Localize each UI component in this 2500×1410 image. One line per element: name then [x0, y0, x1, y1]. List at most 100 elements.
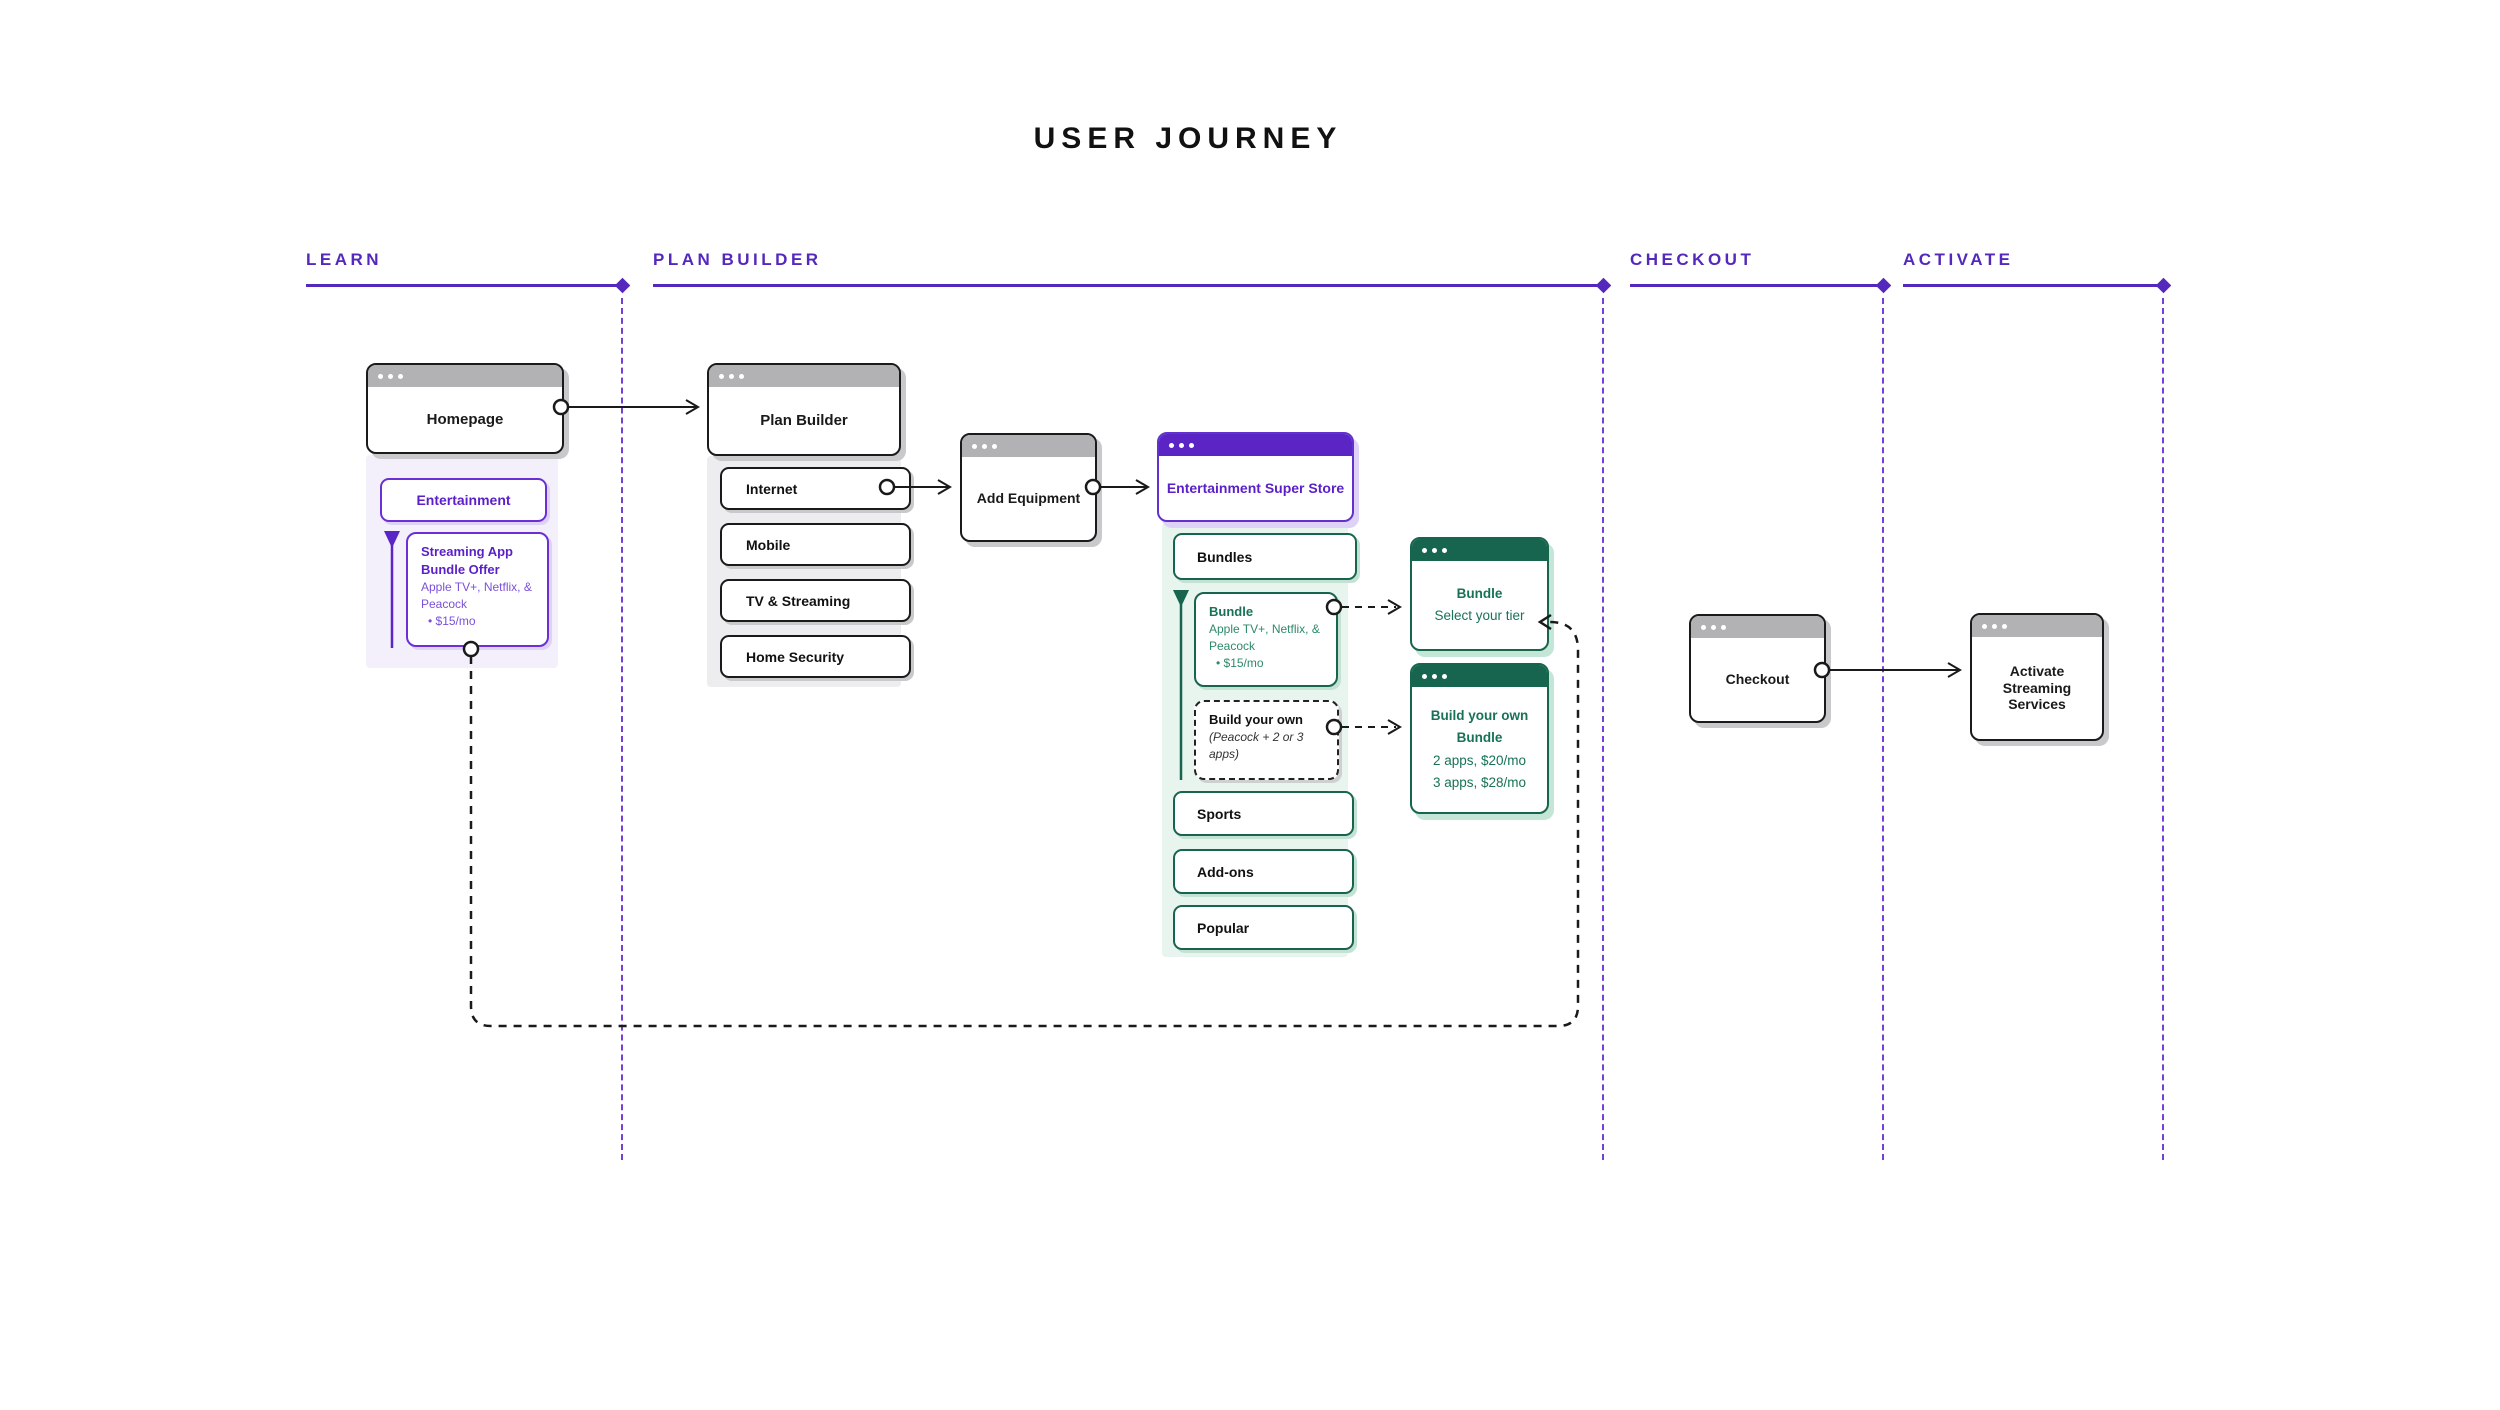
window-dot-icon — [1701, 624, 1706, 630]
bundle-tier-titlebar — [1412, 539, 1547, 561]
byo-bundle-window: Build your own Bundle 2 apps, $20/mo 3 a… — [1410, 663, 1549, 814]
offer-price: • $15/mo — [428, 613, 476, 628]
bundle-tier-subtitle: Select your tier — [1434, 608, 1525, 623]
byo-bundle-titlebar — [1412, 665, 1547, 687]
lane-label-learn: LEARN — [306, 250, 383, 269]
window-dot-icon — [1169, 442, 1174, 448]
lane-label-activate: ACTIVATE — [1903, 250, 2014, 269]
bundle-option-desc-line2: Peacock — [1209, 638, 1256, 653]
window-dot-icon — [1432, 673, 1437, 679]
super-store-window: Entertainment Super Store — [1157, 432, 1354, 522]
homepage-titlebar — [368, 365, 562, 387]
plan-item-tv-streaming-label: TV & Streaming — [746, 592, 851, 609]
byo-bundle-price-line1: 2 apps, $20/mo — [1432, 752, 1527, 768]
plan-item-home-security: Home Security — [720, 635, 911, 678]
streaming-offer-card: Streaming App Bundle Offer Apple TV+, Ne… — [406, 532, 549, 647]
page-title: USER JOURNEY — [1033, 122, 1343, 155]
window-dot-icon — [1721, 624, 1726, 630]
window-dot-icon — [1982, 623, 1987, 629]
window-dot-icon — [1179, 442, 1184, 448]
window-dot-icon — [378, 373, 383, 379]
lane-line-plan-builder — [653, 284, 1598, 287]
window-dot-icon — [719, 373, 724, 379]
bundle-option-price: • $15/mo — [1216, 655, 1264, 670]
build-your-own-desc-line2: apps) — [1209, 746, 1240, 761]
window-dot-icon — [1442, 547, 1447, 553]
byo-bundle-price-line2: 3 apps, $28/mo — [1432, 774, 1527, 790]
window-dot-icon — [1992, 623, 1997, 629]
byo-bundle-title-line2: Bundle — [1456, 730, 1503, 746]
arrow-homepage-to-plan-builder — [568, 399, 700, 415]
window-dot-icon — [1432, 547, 1437, 553]
offer-title-line2: Bundle Offer — [421, 562, 500, 578]
checkout-label: Checkout — [1725, 671, 1790, 688]
offer-desc-line2: Peacock — [421, 597, 468, 612]
lane-separator-2 — [1602, 298, 1604, 1160]
lane-line-learn — [306, 284, 617, 287]
arrow-add-equipment-to-super-store — [1100, 479, 1150, 495]
build-your-own-card: Build your own (Peacock + 2 or 3 apps) — [1194, 700, 1339, 780]
lane-separator-1 — [621, 298, 623, 1160]
window-dot-icon — [2002, 623, 2007, 629]
bundle-option-card: Bundle Apple TV+, Netflix, & Peacock • $… — [1194, 592, 1338, 687]
lane-line-activate — [1903, 284, 2158, 287]
bundle-option-title: Bundle — [1209, 604, 1254, 619]
window-dot-icon — [1189, 442, 1194, 448]
lane-diamond-learn — [614, 277, 631, 294]
build-your-own-desc-line1: (Peacock + 2 or 3 — [1209, 730, 1304, 745]
plan-item-home-security-label: Home Security — [746, 648, 845, 665]
entertainment-chip: Entertainment — [380, 478, 547, 522]
window-dot-icon — [388, 373, 393, 379]
lane-separator-4 — [2162, 298, 2164, 1160]
offer-title-line1: Streaming App — [421, 544, 513, 559]
popular-chip: Popular — [1173, 905, 1354, 950]
sports-chip: Sports — [1173, 791, 1354, 836]
build-your-own-title: Build your own — [1209, 712, 1303, 727]
window-dot-icon — [1422, 673, 1427, 679]
window-dot-icon — [739, 373, 744, 379]
offer-desc-line1: Apple TV+, Netflix, & — [421, 580, 532, 595]
checkout-titlebar — [1691, 616, 1824, 638]
activate-label-line1: Activate — [2009, 662, 2065, 679]
bundles-chip-label: Bundles — [1197, 548, 1253, 565]
bundle-tier-title: Bundle — [1456, 585, 1503, 601]
popular-chip-label: Popular — [1197, 919, 1250, 936]
window-dot-icon — [992, 443, 997, 449]
add-equipment-label: Add Equipment — [976, 490, 1081, 507]
window-dot-icon — [1422, 547, 1427, 553]
activate-titlebar — [1972, 615, 2102, 637]
add-equipment-window: Add Equipment — [960, 433, 1097, 542]
addons-chip: Add-ons — [1173, 849, 1354, 894]
plan-builder-titlebar — [709, 365, 899, 387]
arrow-checkout-to-activate — [1829, 662, 1962, 678]
window-dot-icon — [729, 373, 734, 379]
dashed-arrow-byo-to-byo-window — [1342, 719, 1402, 735]
lane-separator-3 — [1882, 298, 1884, 1160]
dashed-arrow-bundle-to-tier-window — [1342, 599, 1402, 615]
plan-builder-window: Plan Builder — [707, 363, 901, 456]
plan-item-mobile-label: Mobile — [746, 536, 791, 553]
lane-label-plan-builder: PLAN BUILDER — [653, 250, 822, 269]
sports-chip-label: Sports — [1197, 805, 1242, 822]
homepage-label: Homepage — [426, 410, 504, 428]
window-dot-icon — [972, 443, 977, 449]
plan-item-internet-label: Internet — [746, 480, 798, 497]
activate-window: Activate Streaming Services — [1970, 613, 2104, 741]
plan-item-tv-streaming: TV & Streaming — [720, 579, 911, 622]
bundles-chip: Bundles — [1173, 533, 1357, 580]
window-dot-icon — [398, 373, 403, 379]
lane-line-checkout — [1630, 284, 1878, 287]
super-store-label: Entertainment Super Store — [1166, 479, 1345, 496]
activate-label-line3: Services — [2008, 696, 2066, 713]
plan-builder-label: Plan Builder — [760, 411, 848, 429]
plan-item-mobile: Mobile — [720, 523, 911, 566]
window-dot-icon — [1711, 624, 1716, 630]
checkout-window: Checkout — [1689, 614, 1826, 723]
window-dot-icon — [1442, 673, 1447, 679]
bundle-option-desc-line1: Apple TV+, Netflix, & — [1209, 622, 1320, 637]
add-equipment-titlebar — [962, 435, 1095, 457]
window-dot-icon — [982, 443, 987, 449]
addons-chip-label: Add-ons — [1197, 863, 1254, 880]
activate-label-line2: Streaming — [2002, 679, 2072, 696]
